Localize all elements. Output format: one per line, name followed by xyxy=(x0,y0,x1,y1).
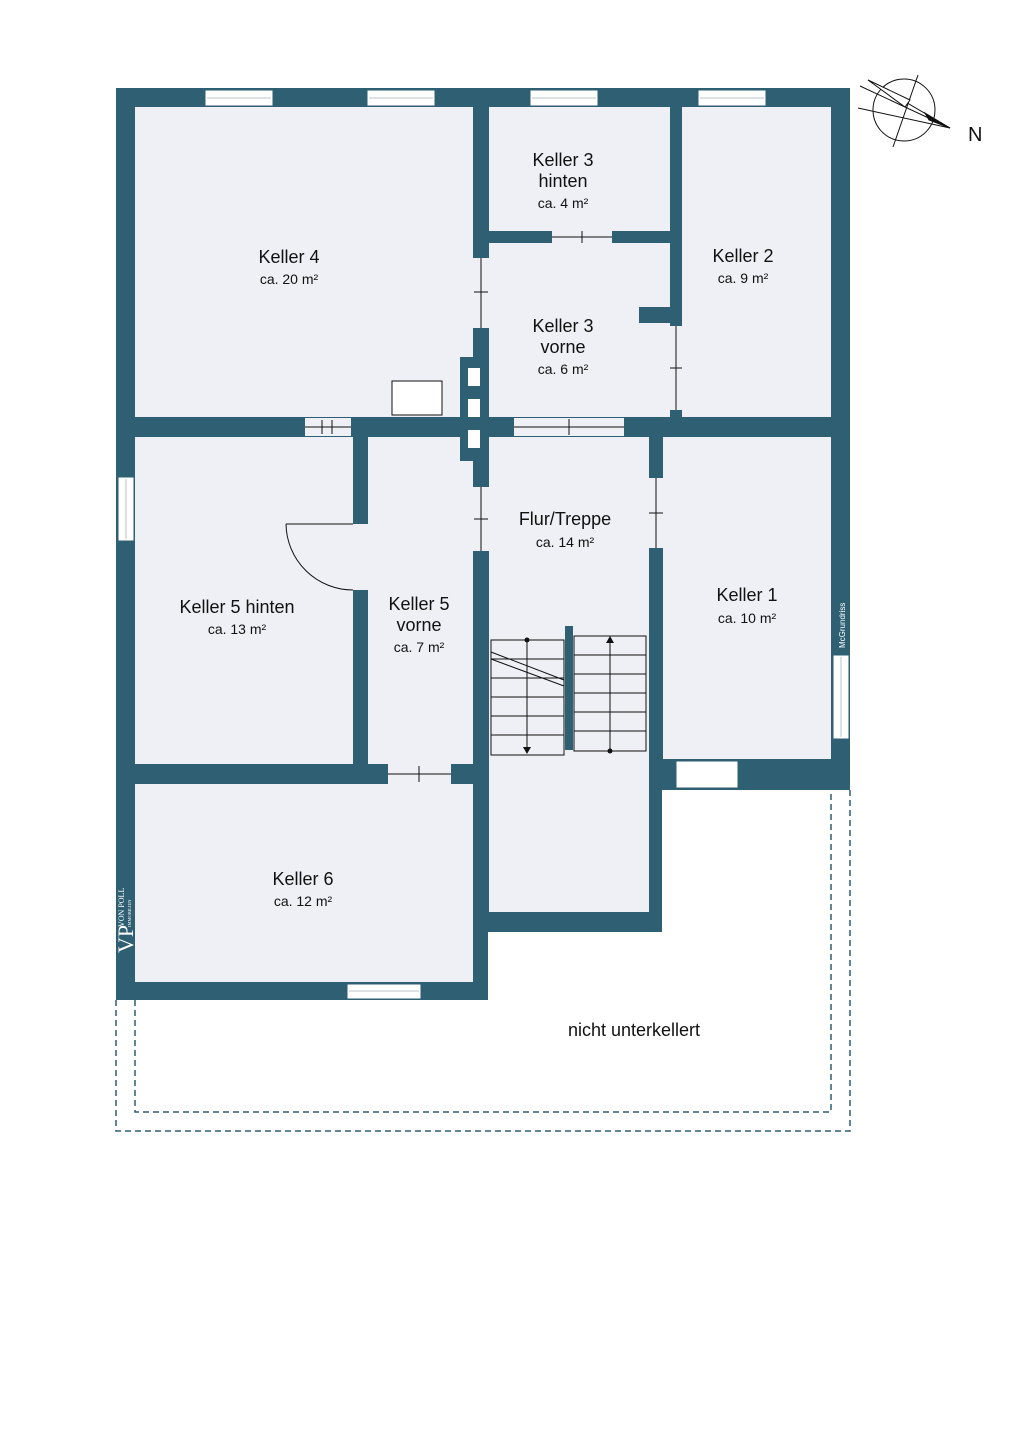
room-keller4 xyxy=(135,107,473,417)
room-keller3-hinten xyxy=(489,107,670,231)
room-keller2-area: ca. 9 m² xyxy=(718,270,769,286)
room-keller4-area: ca. 20 m² xyxy=(260,271,319,287)
wall-details xyxy=(391,307,682,461)
room-flur-area: ca. 14 m² xyxy=(536,534,595,550)
company-logo: VP VON POLL IMMOBILIEN xyxy=(113,888,138,953)
window xyxy=(675,760,739,789)
room-keller6-area: ca. 12 m² xyxy=(274,893,333,909)
door-lines xyxy=(285,231,682,782)
room-keller5-vorne-area: ca. 7 m² xyxy=(394,639,445,655)
room-keller3-hinten-area: ca. 4 m² xyxy=(538,195,589,211)
room-keller3-hinten-name-2: hinten xyxy=(538,171,587,191)
room-flur-name: Flur/Treppe xyxy=(519,509,611,529)
room-keller5-vorne-name-1: Keller 5 xyxy=(388,594,449,614)
room-keller6 xyxy=(135,784,473,982)
room-keller1-area: ca. 10 m² xyxy=(718,610,777,626)
room-keller5-hinten-name: Keller 5 hinten xyxy=(179,597,294,617)
room-keller5-hinten-area: ca. 13 m² xyxy=(208,621,267,637)
credit-label: McGrundriss xyxy=(838,603,847,648)
room-keller5-vorne xyxy=(368,437,473,764)
compass-icon xyxy=(857,74,951,148)
room-keller6-name: Keller 6 xyxy=(272,869,333,889)
room-keller1 xyxy=(663,437,831,759)
room-keller3-vorne-area: ca. 6 m² xyxy=(538,361,589,377)
outside-label: nicht unterkellert xyxy=(568,1020,700,1040)
stairs xyxy=(490,626,647,756)
logo-sub: IMMOBILIEN xyxy=(127,899,132,927)
boiler-box xyxy=(391,380,443,416)
room-keller3-vorne xyxy=(489,243,670,417)
room-keller3-vorne-name-1: Keller 3 xyxy=(532,316,593,336)
room-keller3-vorne-name-2: vorne xyxy=(540,337,585,357)
unexcavated-outline xyxy=(115,790,851,1132)
logo-mark: VP xyxy=(113,925,138,953)
room-keller4-name: Keller 4 xyxy=(258,247,319,267)
window-lines xyxy=(125,97,842,992)
room-keller2-name: Keller 2 xyxy=(712,246,773,266)
logo-name: VON POLL xyxy=(117,888,126,927)
room-keller5-hinten xyxy=(135,437,353,764)
north-label: N xyxy=(968,124,982,146)
room-keller2 xyxy=(682,107,831,417)
room-keller3-hinten-name-1: Keller 3 xyxy=(532,150,593,170)
room-keller5-vorne-name-2: vorne xyxy=(396,615,441,635)
room-keller1-name: Keller 1 xyxy=(716,585,777,605)
